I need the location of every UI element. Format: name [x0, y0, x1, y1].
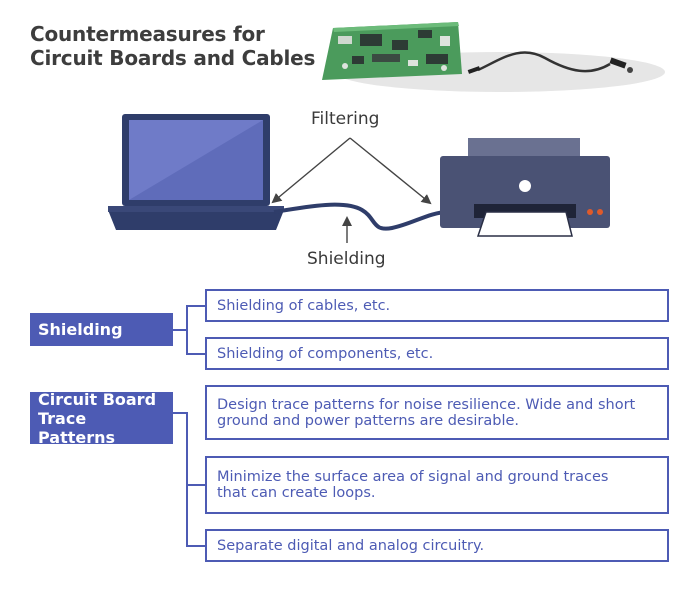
category-trace-patterns: Circuit Board Trace Patterns — [30, 389, 173, 447]
laptop-icon — [108, 114, 284, 230]
category-shielding: Shielding — [30, 313, 173, 346]
page-title: Countermeasures for Circuit Boards and C… — [30, 22, 330, 70]
cable-icon — [477, 51, 611, 73]
category-trace-label-line1: Circuit Board — [38, 389, 157, 409]
item-text-line1: Minimize the surface area of signal and … — [217, 469, 609, 485]
filtering-arrow-right — [349, 137, 432, 205]
shielding-item-components: Shielding of components, etc. — [205, 337, 669, 370]
title-line-1: Countermeasures for — [30, 22, 265, 46]
connector — [186, 412, 188, 546]
connector — [186, 484, 206, 486]
filtering-label: Filtering — [311, 109, 380, 129]
connector — [186, 353, 206, 355]
trace-item-minimize: Minimize the surface area of signal and … — [205, 456, 669, 514]
item-text: Shielding of cables, etc. — [217, 297, 391, 314]
connector — [186, 305, 188, 354]
connector — [186, 545, 206, 547]
connector — [173, 329, 187, 331]
filtering-arrow-left — [271, 137, 351, 204]
item-text-line1: Design trace patterns for noise resilien… — [217, 396, 636, 413]
category-trace-label-line2: Trace Patterns — [38, 408, 116, 447]
pcb-cable-image — [322, 22, 665, 92]
printer-icon — [440, 138, 610, 237]
item-text-line2: ground and power patterns are desirable. — [217, 412, 520, 429]
connector — [186, 305, 206, 307]
item-text: Shielding of components, etc. — [217, 345, 434, 362]
signal-cable — [273, 202, 449, 231]
connector — [173, 412, 187, 414]
trace-item-design: Design trace patterns for noise resilien… — [205, 385, 669, 440]
shielding-item-cables: Shielding of cables, etc. — [205, 289, 669, 322]
trace-item-separate: Separate digital and analog circuitry. — [205, 529, 669, 562]
title-line-2: Circuit Boards and Cables — [30, 46, 316, 70]
item-text: Separate digital and analog circuitry. — [217, 537, 485, 554]
shielding-label: Shielding — [307, 249, 386, 269]
illustration — [108, 22, 665, 243]
category-shielding-label: Shielding — [38, 320, 123, 339]
item-text-line2: that can create loops. — [217, 485, 376, 501]
